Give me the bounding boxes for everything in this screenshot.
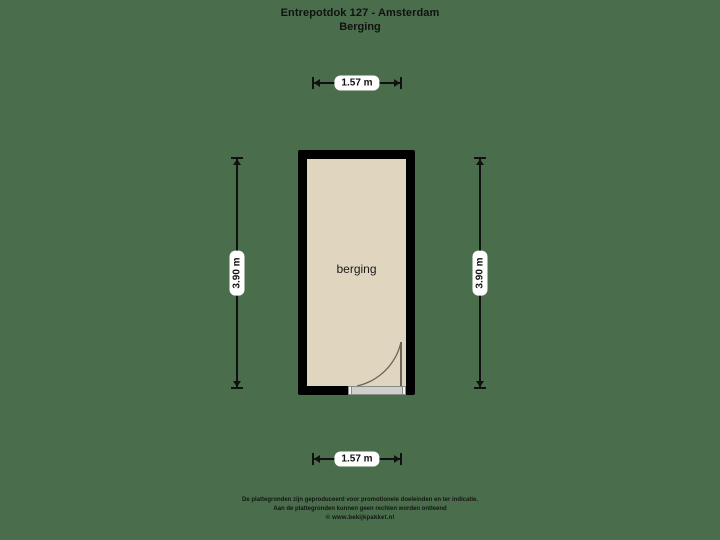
dimension-top-width: 1.57 m bbox=[312, 75, 402, 91]
disclaimer-line-1: De plattegronden zijn geproduceerd voor … bbox=[241, 497, 479, 503]
title-address: Entrepotdok 127 - Amsterdam bbox=[280, 7, 440, 19]
dimension-label: 3.90 m bbox=[472, 250, 488, 296]
dimension-label: 3.90 m bbox=[229, 250, 245, 296]
door-swing-arc bbox=[356, 341, 402, 387]
arrow-left-icon bbox=[314, 79, 320, 87]
door-jamb-right bbox=[402, 387, 406, 394]
dimension-label: 1.57 m bbox=[334, 451, 380, 467]
room-name-label: berging bbox=[336, 262, 377, 276]
room-floor-fill bbox=[307, 159, 406, 386]
room-berging: berging bbox=[298, 150, 415, 395]
swing-arc-path bbox=[356, 341, 402, 387]
dimension-cap-bottom bbox=[231, 387, 243, 389]
arrow-up-icon bbox=[233, 159, 241, 165]
arrow-right-icon bbox=[394, 79, 400, 87]
dimension-cap-left bbox=[312, 453, 314, 465]
dimension-left-height: 3.90 m bbox=[229, 157, 245, 389]
page-title: Entrepotdok 127 - Amsterdam Berging bbox=[0, 6, 720, 34]
arrow-down-icon bbox=[233, 381, 241, 387]
dimension-cap-top bbox=[474, 157, 486, 159]
dimension-label: 1.57 m bbox=[334, 75, 380, 91]
dimension-bottom-width: 1.57 m bbox=[312, 451, 402, 467]
copyright-url: © www.bekijkpakket.nl bbox=[325, 515, 395, 521]
arrow-down-icon bbox=[476, 381, 484, 387]
arrow-up-icon bbox=[476, 159, 484, 165]
dimension-cap-top bbox=[231, 157, 243, 159]
dimension-right-height: 3.90 m bbox=[472, 157, 488, 389]
dimension-cap-right bbox=[400, 453, 402, 465]
arrow-right-icon bbox=[394, 455, 400, 463]
dimension-cap-right bbox=[400, 77, 402, 89]
disclaimer-line-2: Aan de plattegronden kunnen geen rechten… bbox=[273, 506, 447, 512]
door-threshold bbox=[348, 386, 406, 395]
door-jamb-left bbox=[348, 387, 352, 394]
dimension-cap-bottom bbox=[474, 387, 486, 389]
arrow-left-icon bbox=[314, 455, 320, 463]
title-subtitle: Berging bbox=[339, 21, 381, 33]
dimension-cap-left bbox=[312, 77, 314, 89]
footer-disclaimer: De plattegronden zijn geproduceerd voor … bbox=[0, 496, 720, 523]
